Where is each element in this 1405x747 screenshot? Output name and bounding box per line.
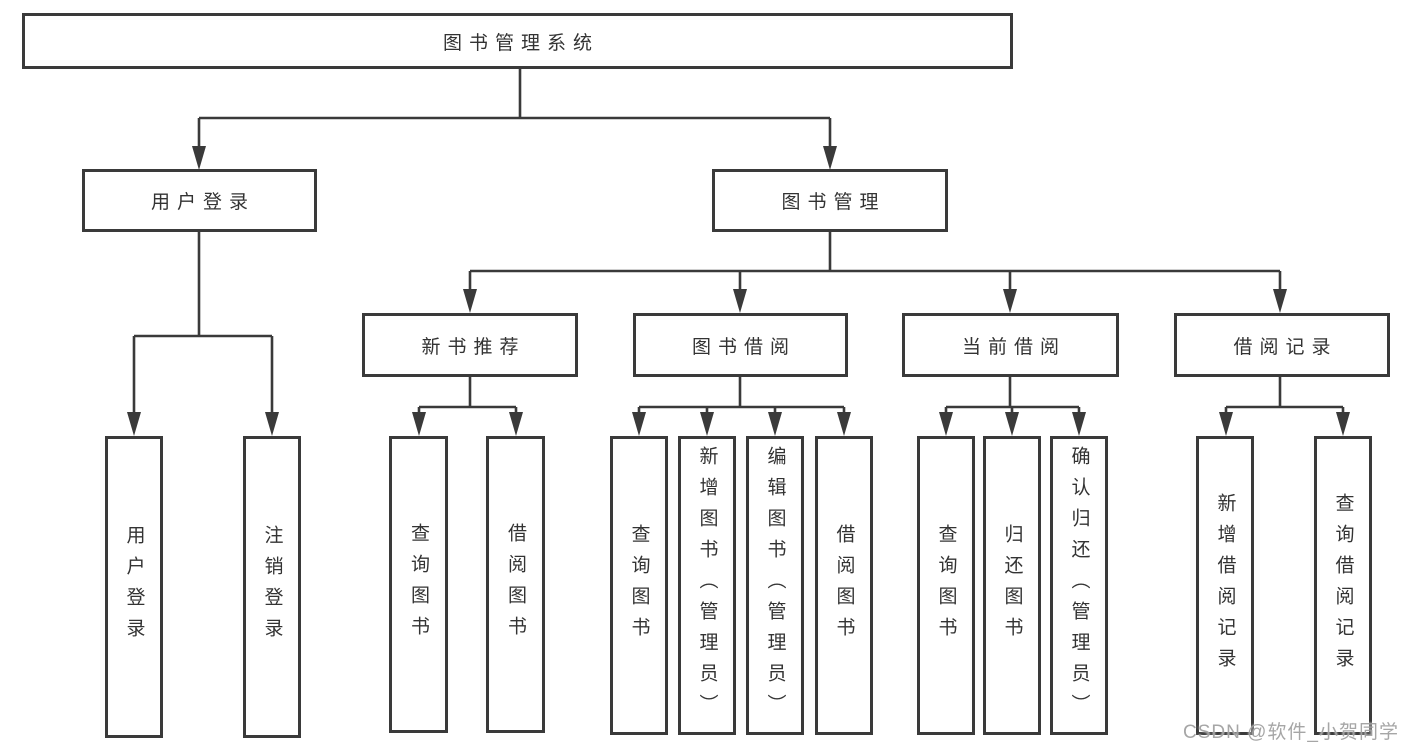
leaf-add-books-admin-label: 新增图书（管理员） (696, 446, 718, 725)
arrowhead (1005, 412, 1019, 436)
node-new-book-recommend: 新书推荐 (362, 313, 578, 377)
arrowhead (509, 412, 523, 436)
arrowhead (1273, 289, 1287, 313)
arrowhead (1219, 412, 1233, 436)
node-book-borrowing: 图书借阅 (633, 313, 848, 377)
leaf-return-books-label: 归还图书 (1001, 523, 1023, 648)
leaf-query-borrow-record: 查询借阅记录 (1314, 436, 1372, 735)
leaf-confirm-return-admin-label: 确认归还（管理员） (1068, 446, 1090, 725)
arrowhead (700, 412, 714, 436)
leaf-query-books-borrowing: 查询图书 (610, 436, 668, 735)
leaf-query-books-borrowing-label: 查询图书 (628, 523, 650, 648)
node-book-management: 图书管理 (712, 169, 948, 232)
node-book-borrowing-label: 图书借阅 (691, 336, 796, 358)
arrowhead (632, 412, 646, 436)
arrowhead (463, 289, 477, 313)
leaf-borrow-books-recommend: 借阅图书 (486, 436, 545, 733)
leaf-borrow-books-recommend-label: 借阅图书 (505, 522, 526, 647)
arrowhead (837, 412, 851, 436)
arrowhead (192, 146, 206, 170)
arrowhead (1003, 289, 1017, 313)
arrowheads (127, 146, 1350, 436)
leaf-query-books-current: 查询图书 (917, 436, 975, 735)
arrowhead (127, 412, 141, 436)
node-current-borrowing: 当前借阅 (902, 313, 1119, 377)
arrowhead (768, 412, 782, 436)
arrowhead (1072, 412, 1086, 436)
leaf-user-login: 用户登录 (105, 436, 163, 738)
node-root-label: 图书管理系统 (442, 32, 599, 54)
node-borrowing-records-label: 借阅记录 (1233, 336, 1338, 358)
arrowhead (939, 412, 953, 436)
node-borrowing-records: 借阅记录 (1174, 313, 1390, 377)
leaf-query-books-current-label: 查询图书 (935, 523, 957, 648)
leaf-edit-books-admin: 编辑图书（管理员） (746, 436, 804, 735)
leaf-logout-label: 注销登录 (261, 525, 283, 649)
leaf-query-borrow-record-label: 查询借阅记录 (1332, 492, 1354, 679)
arrowhead (1336, 412, 1350, 436)
node-root: 图书管理系统 (22, 13, 1013, 69)
arrowhead (733, 289, 747, 313)
node-current-borrowing-label: 当前借阅 (961, 336, 1066, 358)
leaf-query-books-recommend-label: 查询图书 (408, 522, 429, 647)
node-user-login: 用户登录 (82, 169, 317, 232)
node-book-management-label: 图书管理 (781, 192, 886, 213)
csdn-watermark: CSDN @软件_小贺同学 (1183, 722, 1399, 743)
leaf-confirm-return-admin: 确认归还（管理员） (1050, 436, 1108, 735)
leaf-return-books: 归还图书 (983, 436, 1041, 735)
leaf-query-books-recommend: 查询图书 (389, 436, 448, 733)
leaf-add-borrow-record: 新增借阅记录 (1196, 436, 1254, 735)
arrowhead (265, 412, 279, 436)
leaf-user-login-label: 用户登录 (123, 525, 145, 649)
node-user-login-label: 用户登录 (150, 192, 255, 213)
leaf-logout: 注销登录 (243, 436, 301, 738)
leaf-borrow-books-borrowing-label: 借阅图书 (833, 523, 855, 648)
node-new-book-recommend-label: 新书推荐 (421, 336, 526, 358)
arrowhead (412, 412, 426, 436)
leaf-add-books-admin: 新增图书（管理员） (678, 436, 736, 735)
leaf-add-borrow-record-label: 新增借阅记录 (1214, 492, 1236, 679)
leaf-borrow-books-borrowing: 借阅图书 (815, 436, 873, 735)
arrowhead (823, 146, 837, 170)
leaf-edit-books-admin-label: 编辑图书（管理员） (764, 446, 786, 725)
